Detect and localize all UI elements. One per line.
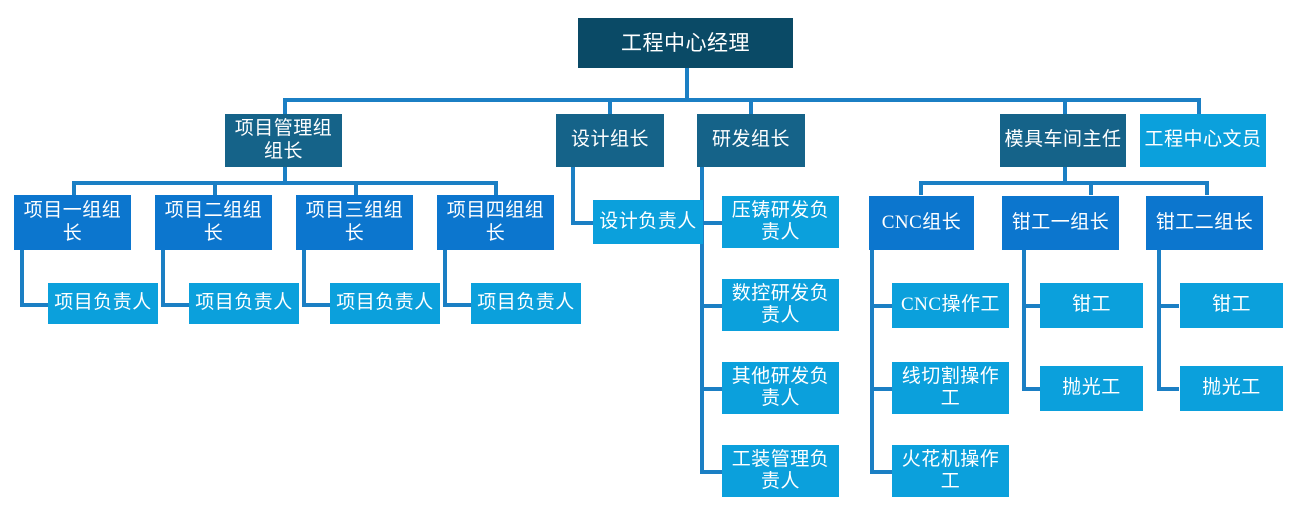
connector-drop-pg2 bbox=[213, 181, 217, 195]
connector-rd-arm-1 bbox=[700, 221, 722, 225]
node-project-owner-2[interactable]: 项目负责人 bbox=[189, 283, 299, 324]
connector-pg4-arm bbox=[443, 303, 471, 307]
connector-clerk-drop bbox=[1197, 98, 1201, 114]
connector-clerk-arm bbox=[1120, 98, 1201, 102]
connector-drop-design bbox=[608, 98, 612, 114]
connector-rd-arm-4 bbox=[700, 470, 722, 474]
node-project-group-1-leader[interactable]: 项目一组组长 bbox=[14, 195, 131, 250]
node-project-owner-4[interactable]: 项目负责人 bbox=[471, 283, 581, 324]
node-project-group-3-leader[interactable]: 项目三组组长 bbox=[296, 195, 413, 250]
node-rd-diecasting-owner[interactable]: 压铸研发负责人 bbox=[722, 196, 839, 248]
node-fitter-group-2-fitter[interactable]: 钳工 bbox=[1180, 283, 1283, 328]
connector-fit2-arm-2 bbox=[1157, 387, 1179, 391]
node-fitter-group-1-leader[interactable]: 钳工一组长 bbox=[1002, 196, 1119, 250]
connector-drop-pg4 bbox=[494, 181, 498, 195]
connector-pg4-stem bbox=[443, 250, 447, 306]
connector-fit2-spine bbox=[1157, 250, 1161, 391]
connector-drop-pg3 bbox=[354, 181, 358, 195]
connector-rd-arm-3 bbox=[700, 387, 722, 391]
connector-design-arm bbox=[571, 221, 593, 225]
connector-drop-fit2 bbox=[1205, 181, 1209, 195]
node-mold-workshop-director[interactable]: 模具车间主任 bbox=[1000, 114, 1126, 167]
node-project-owner-1[interactable]: 项目负责人 bbox=[48, 283, 158, 324]
node-design-group-leader[interactable]: 设计组长 bbox=[556, 114, 664, 167]
node-project-management-group-leader[interactable]: 项目管理组组长 bbox=[225, 114, 342, 167]
node-engineering-center-clerk[interactable]: 工程中心文员 bbox=[1140, 114, 1266, 167]
node-engineering-center-manager[interactable]: 工程中心经理 bbox=[578, 18, 793, 68]
connector-fit1-arm-2 bbox=[1022, 387, 1044, 391]
connector-drop-mold bbox=[1063, 98, 1067, 114]
connector-fit1-arm-1 bbox=[1022, 304, 1044, 308]
connector-root-stem bbox=[685, 68, 689, 102]
node-rd-cnc-owner[interactable]: 数控研发负责人 bbox=[722, 279, 839, 331]
node-project-owner-3[interactable]: 项目负责人 bbox=[330, 283, 440, 324]
node-cnc-operator[interactable]: CNC操作工 bbox=[892, 283, 1009, 328]
node-tooling-management-owner[interactable]: 工装管理负责人 bbox=[722, 445, 839, 497]
connector-drop-rd bbox=[749, 98, 753, 114]
connector-pg1-arm bbox=[20, 303, 48, 307]
connector-pg3-stem bbox=[302, 250, 306, 306]
node-design-owner[interactable]: 设计负责人 bbox=[593, 200, 703, 244]
node-project-group-2-leader[interactable]: 项目二组组长 bbox=[155, 195, 272, 250]
connector-rd-spine bbox=[700, 167, 704, 474]
connector-root-bus bbox=[285, 98, 1201, 102]
connector-drop-cnc bbox=[919, 181, 923, 195]
node-fitter-group-1-fitter[interactable]: 钳工 bbox=[1040, 283, 1143, 328]
node-rd-other-owner[interactable]: 其他研发负责人 bbox=[722, 362, 839, 414]
connector-pg1-stem bbox=[20, 250, 24, 306]
connector-drop-pg1 bbox=[72, 181, 76, 195]
connector-drop-fit1 bbox=[1089, 181, 1093, 195]
node-fitter-group-2-polisher[interactable]: 抛光工 bbox=[1180, 366, 1283, 411]
connector-drop-pm bbox=[283, 98, 287, 114]
node-project-group-4-leader[interactable]: 项目四组组长 bbox=[437, 195, 554, 250]
connector-pm-stem bbox=[283, 167, 287, 183]
connector-mold-bus bbox=[919, 181, 1209, 185]
connector-pg2-stem bbox=[161, 250, 165, 306]
node-fitter-group-1-polisher[interactable]: 抛光工 bbox=[1040, 366, 1143, 411]
node-wire-cut-operator[interactable]: 线切割操作工 bbox=[892, 362, 1009, 414]
connector-fit2-arm-1 bbox=[1157, 304, 1179, 308]
connector-design-stem bbox=[571, 167, 575, 223]
connector-cnc-arm-1 bbox=[870, 304, 892, 308]
connector-cnc-arm-2 bbox=[870, 387, 892, 391]
connector-rd-arm-2 bbox=[700, 304, 722, 308]
connector-pg3-arm bbox=[302, 303, 330, 307]
connector-cnc-spine bbox=[870, 250, 874, 474]
node-edm-operator[interactable]: 火花机操作工 bbox=[892, 445, 1009, 497]
connector-cnc-arm-3 bbox=[870, 470, 892, 474]
connector-mold-stem bbox=[1063, 167, 1067, 183]
connector-fit1-spine bbox=[1022, 250, 1026, 391]
node-cnc-group-leader[interactable]: CNC组长 bbox=[869, 196, 974, 250]
connector-pg2-arm bbox=[161, 303, 189, 307]
connector-pm-bus bbox=[72, 181, 496, 185]
node-rd-group-leader[interactable]: 研发组长 bbox=[697, 114, 805, 167]
node-fitter-group-2-leader[interactable]: 钳工二组长 bbox=[1146, 196, 1263, 250]
